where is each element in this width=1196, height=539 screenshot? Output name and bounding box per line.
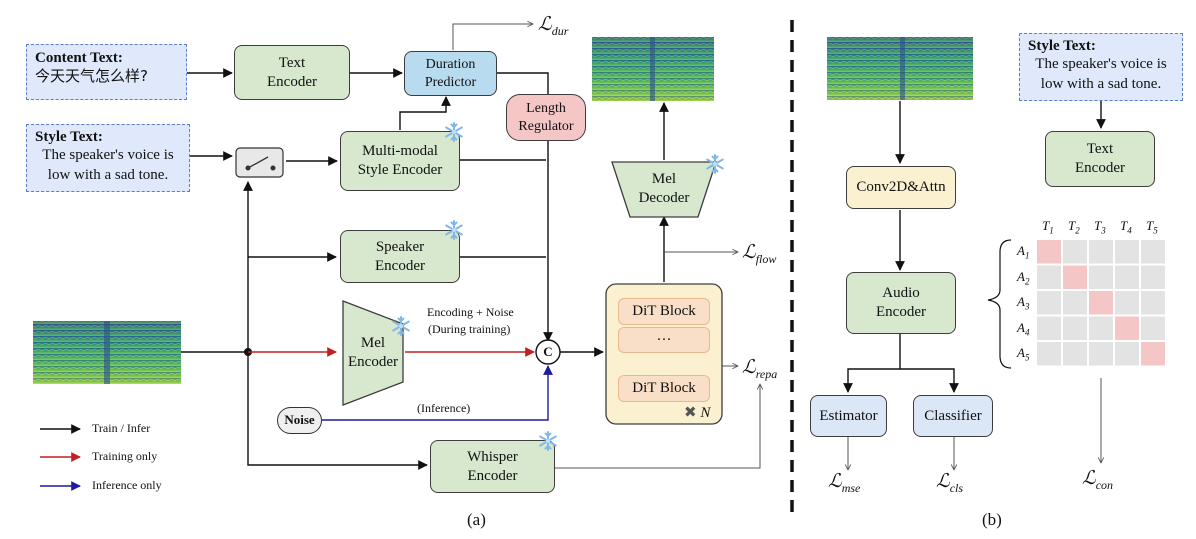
frozen-snowflake-icon (443, 121, 465, 143)
matrix-cell (1141, 291, 1165, 315)
text-encoder: Text Encoder (234, 45, 350, 100)
dit-ellipsis: ··· (618, 327, 710, 353)
frozen-snowflake-icon (537, 430, 559, 452)
matrix-cell (1115, 291, 1139, 315)
frozen-snowflake-icon (390, 315, 412, 337)
dit-block-top: DiT Block (618, 298, 710, 325)
text-encoder-b: Text Encoder (1045, 131, 1155, 187)
style-text-title-b: Style Text: (1028, 38, 1096, 54)
loss-cls: ℒcls (936, 471, 964, 495)
legend-arrows (40, 424, 81, 491)
mel-decoder-shape (611, 161, 717, 218)
switch-icon (235, 147, 284, 178)
matrix-cell (1063, 291, 1087, 315)
matrix-cell (1063, 240, 1087, 264)
dit-repeat-n: N (700, 405, 711, 421)
matrix-cell (1063, 316, 1087, 340)
whisper-encoder: Whisper Encoder (430, 440, 555, 493)
during-training-label: (During training) (428, 322, 511, 336)
concat-label: C (543, 343, 553, 359)
inference-label: (Inference) (417, 401, 471, 415)
matrix-row-label: A3 (1017, 294, 1030, 312)
multimodal-style-encoder: Multi-modal Style Encoder (340, 131, 460, 191)
caption-a: (a) (467, 510, 486, 529)
legend-train-infer: Train / Infer (92, 421, 151, 435)
matrix-cell (1115, 265, 1139, 289)
matrix-row-label: A4 (1017, 319, 1030, 338)
matrix-cell (1037, 342, 1061, 366)
frozen-snowflake-icon (704, 153, 726, 175)
style-text-box: Style Text: The speaker's voice is low w… (26, 124, 190, 192)
spectrogram-panel-b (827, 37, 973, 100)
arrows-panel-b (843, 101, 1106, 470)
content-text-title: Content Text: (35, 50, 123, 66)
matrix-row-label: A2 (1017, 268, 1030, 287)
dit-repeat-x-icon: ✖ (684, 403, 697, 421)
style-text-body: The speaker's voice is low with a sad to… (42, 147, 174, 183)
similarity-matrix (1037, 240, 1165, 366)
matrix-cell-positive (1115, 316, 1139, 340)
matrix-cell (1141, 265, 1165, 289)
matrix-row-label: A1 (1017, 243, 1030, 261)
content-text-body: 今天天气怎么样? (35, 67, 148, 85)
matrix-col-label: T1 (1042, 218, 1054, 236)
frozen-snowflake-icon (443, 219, 465, 241)
matrix-cell (1037, 291, 1061, 315)
classifier: Classifier (913, 395, 993, 437)
matrix-row-label: A5 (1017, 345, 1030, 363)
matrix-cell-positive (1037, 240, 1061, 264)
matrix-cell (1141, 316, 1165, 340)
matrix-cell (1115, 342, 1139, 366)
concat-circle (535, 339, 561, 365)
estimator: Estimator (810, 395, 887, 437)
loss-con: ℒcon (1082, 468, 1114, 492)
mel-decoder: Mel Decoder (638, 171, 690, 206)
matrix-col-label: T5 (1146, 218, 1158, 236)
matrix-cell-positive (1141, 342, 1165, 366)
arrows-inference-only (322, 365, 553, 421)
dit-block-bottom: DiT Block (618, 375, 710, 402)
spectrogram-input (33, 321, 181, 384)
matrix-col-label: T2 (1068, 218, 1080, 236)
content-text-box: Content Text: 今天天气怎么样? (26, 44, 187, 100)
style-text-box-b: Style Text: The speaker's voice is low w… (1019, 33, 1183, 101)
speaker-encoder: Speaker Encoder (340, 230, 460, 283)
matrix-cell (1089, 240, 1113, 264)
legend-inference-only: Inference only (92, 478, 162, 492)
dit-repeat-label: ✖ N (684, 403, 710, 422)
matrix-cell (1089, 316, 1113, 340)
loss-dur: ℒdur (538, 14, 569, 38)
loss-mse: ℒmse (828, 471, 861, 495)
arrows-panel-a (181, 24, 760, 470)
encoding-noise-label: Encoding + Noise (427, 305, 514, 319)
mel-encoder-shape (342, 300, 404, 406)
length-regulator: Length Regulator (506, 94, 586, 141)
noise-pill: Noise (277, 407, 322, 434)
spectrogram-output (592, 37, 714, 101)
matrix-cell (1037, 316, 1061, 340)
matrix-cell (1089, 342, 1113, 366)
matrix-brace (987, 239, 1012, 369)
matrix-cell (1089, 265, 1113, 289)
matrix-cell (1037, 265, 1061, 289)
style-text-body-b: The speaker's voice is low with a sad to… (1035, 56, 1167, 92)
loss-flow: ℒflow (742, 242, 777, 266)
loss-repa: ℒrepa (742, 357, 778, 381)
matrix-cell (1141, 240, 1165, 264)
matrix-cell (1063, 342, 1087, 366)
matrix-cell (1115, 240, 1139, 264)
duration-predictor: Duration Predictor (404, 51, 497, 96)
style-text-title: Style Text: (35, 129, 103, 145)
matrix-col-label: T4 (1120, 218, 1132, 236)
matrix-col-label: T3 (1094, 218, 1106, 236)
conv2d-attn: Conv2D&Attn (846, 166, 956, 209)
audio-encoder: Audio Encoder (846, 272, 956, 334)
legend-training-only: Training only (92, 449, 158, 463)
matrix-cell-positive (1063, 265, 1087, 289)
caption-b: (b) (982, 510, 1002, 529)
matrix-cell-positive (1089, 291, 1113, 315)
mel-encoder: Mel Encoder (348, 335, 398, 370)
